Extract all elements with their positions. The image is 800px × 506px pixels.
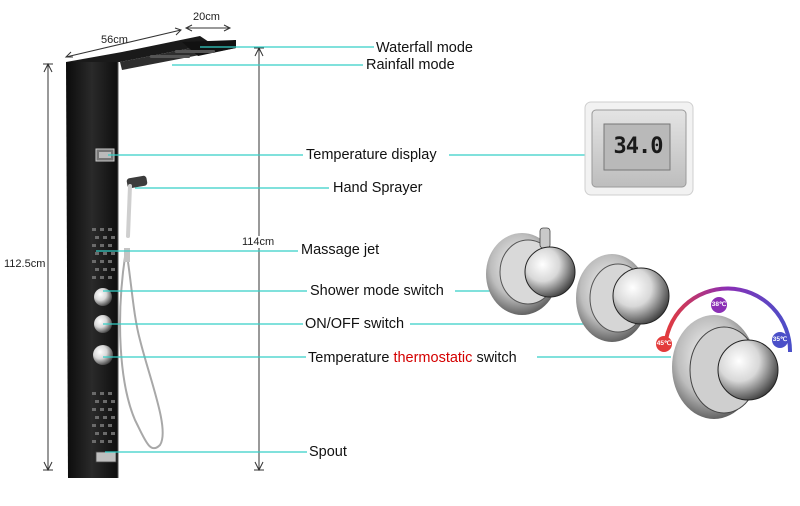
- massage-jets-upper: [92, 228, 115, 279]
- hand-sprayer-label: Hand Sprayer: [333, 180, 423, 196]
- rain-nozzles: [150, 50, 215, 58]
- rainfall-mode-label: Rainfall mode: [366, 57, 455, 73]
- jet-nozzle: [100, 244, 104, 247]
- jet-nozzle: [95, 252, 99, 255]
- jet-nozzle: [103, 252, 107, 255]
- jet-nozzle: [92, 260, 96, 263]
- jet-nozzle: [108, 440, 112, 443]
- lcd-reading: 34.0: [613, 134, 664, 159]
- jet-nozzle: [92, 228, 96, 231]
- jet-nozzle: [100, 408, 104, 411]
- jet-nozzle: [92, 424, 96, 427]
- jet-nozzle: [100, 424, 104, 427]
- jet-nozzle: [108, 408, 112, 411]
- jet-nozzle: [111, 416, 115, 419]
- jet-nozzle: [108, 260, 112, 263]
- jet-nozzle: [92, 276, 96, 279]
- jet-nozzle: [100, 392, 104, 395]
- jet-nozzle: [100, 260, 104, 263]
- shower-mode-switch-label: Shower mode switch: [310, 283, 444, 299]
- jet-nozzle: [108, 392, 112, 395]
- jet-nozzle: [111, 400, 115, 403]
- jet-nozzle: [95, 416, 99, 419]
- total-height-label: 114cm: [242, 236, 275, 248]
- jet-nozzle: [108, 424, 112, 427]
- temperature-display-label: Temperature display: [306, 147, 437, 163]
- jet-nozzle: [95, 236, 99, 239]
- thermostatic-switch-label: Temperature thermostatic switch: [308, 350, 517, 366]
- spout-label: Spout: [309, 444, 347, 460]
- jet-nozzle: [92, 440, 96, 443]
- knob-photos: [486, 227, 793, 419]
- spout-icon: [95, 451, 117, 463]
- waterfall-mode-label: Waterfall mode: [376, 40, 473, 56]
- jet-nozzle: [92, 244, 96, 247]
- hand-sprayer: [119, 175, 164, 450]
- dimension-lines: [43, 24, 264, 472]
- jet-nozzle: [111, 236, 115, 239]
- temperature-display-photo: [584, 101, 694, 196]
- onoff-switch-label: ON/OFF switch: [305, 316, 405, 332]
- jet-nozzle: [103, 416, 107, 419]
- thermostatic-label-suffix: switch: [472, 350, 517, 366]
- thermostatic-label-highlight: thermostatic: [393, 350, 473, 366]
- jet-nozzle: [108, 276, 112, 279]
- hot-temp-badge: 45℃: [656, 336, 672, 352]
- top-width-label: 56cm: [101, 34, 128, 46]
- mid-temp-badge: 38℃: [711, 297, 727, 313]
- jet-nozzle: [100, 228, 104, 231]
- jet-nozzle: [111, 252, 115, 255]
- jet-nozzle: [92, 408, 96, 411]
- leader-lines: [96, 46, 671, 453]
- jet-nozzle: [95, 432, 99, 435]
- top-depth-label: 20cm: [193, 11, 220, 23]
- massage-jet-label: Massage jet: [301, 242, 380, 258]
- jet-nozzle: [100, 276, 104, 279]
- jet-nozzle: [108, 244, 112, 247]
- jet-nozzle: [100, 440, 104, 443]
- panel-height-label: 112.5cm: [4, 258, 46, 270]
- jet-nozzle: [95, 268, 99, 271]
- thermostatic-label-prefix: Temperature: [308, 350, 394, 366]
- jet-nozzle: [103, 432, 107, 435]
- massage-jets-lower: [92, 392, 115, 443]
- jet-nozzle: [111, 432, 115, 435]
- jet-nozzle: [103, 400, 107, 403]
- shower-panel: [66, 36, 236, 478]
- jet-nozzle: [95, 400, 99, 403]
- jet-nozzle: [103, 268, 107, 271]
- jet-nozzle: [92, 392, 96, 395]
- panel-knobs: [93, 288, 113, 365]
- cool-temp-badge: 35℃: [772, 332, 788, 348]
- jet-nozzle: [103, 236, 107, 239]
- jet-nozzle: [108, 228, 112, 231]
- jet-nozzle: [111, 268, 115, 271]
